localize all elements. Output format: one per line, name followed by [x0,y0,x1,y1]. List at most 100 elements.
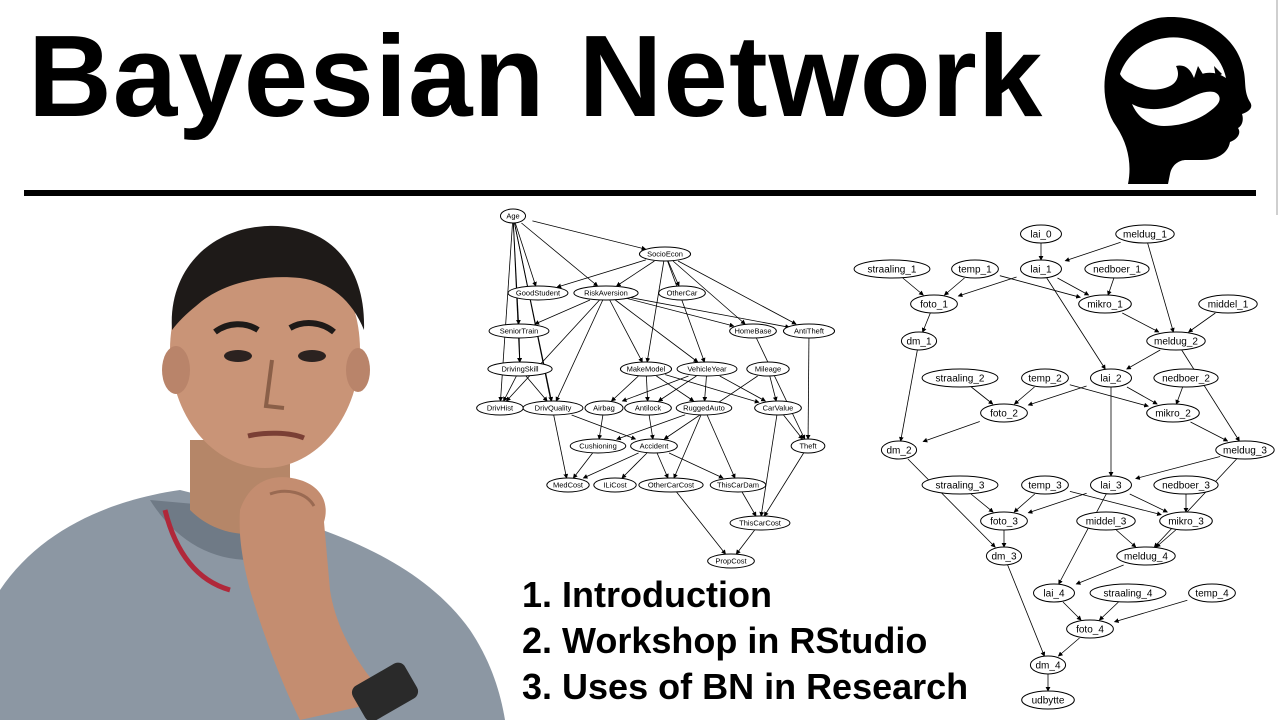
title-divider [24,190,1256,196]
svg-text:lai_3: lai_3 [1100,481,1122,492]
graph-edge [648,414,655,440]
svg-text:DrivQuality: DrivQuality [535,404,572,413]
graph-node: temp_1 [951,259,999,279]
graph-node: RuggedAuto [675,400,733,416]
graph-edge [656,452,669,479]
graph-edge [534,299,591,325]
svg-text:OtherCar: OtherCar [667,289,698,298]
svg-text:SocioEcon: SocioEcon [647,250,683,259]
graph-node: Age [499,208,527,224]
graph-edge [621,375,689,402]
svg-text:lai_1: lai_1 [1030,265,1052,276]
svg-text:temp_1: temp_1 [958,265,992,276]
graph-edge [741,491,757,517]
graph-edge [1113,599,1188,623]
svg-text:Accident: Accident [640,442,670,451]
graph-node: VehicleYear [676,361,738,377]
graph-edge [615,260,655,287]
graph-node: straaling_3 [921,475,999,495]
svg-text:CarValue: CarValue [763,404,794,413]
graph-node: lai_4 [1033,583,1075,603]
svg-text:nedboer_1: nedboer_1 [1093,265,1141,276]
graph-node: foto_3 [980,511,1028,531]
graph-edge [1057,637,1080,657]
graph-node: ILiCost [593,477,637,493]
svg-text:straaling_3: straaling_3 [936,481,985,492]
svg-text:lai_0: lai_0 [1030,230,1052,241]
graph-node: lai_1 [1020,259,1062,279]
graph-edge [1129,493,1168,513]
person-photo [0,225,505,720]
svg-text:HomeBase: HomeBase [734,327,771,336]
svg-text:PropCost: PropCost [715,557,747,566]
svg-text:meldug_4: meldug_4 [1124,552,1168,563]
svg-text:nedboer_3: nedboer_3 [1162,481,1210,492]
graph-node: dm_3 [985,546,1023,566]
graph-node: Mileage [746,361,790,377]
graph-edge [783,414,803,440]
graph-edge [1027,492,1087,514]
graph-edge [609,299,643,363]
graph-node: DrivQuality [522,400,584,416]
svg-text:Airbag: Airbag [593,404,615,413]
graph-edge [1058,493,1107,585]
graph-edge [656,375,695,402]
graph-edge [1098,601,1119,621]
graph-node: OtherCarCost [638,477,704,493]
graph-edge [899,349,918,442]
head-with-cat-silhouette-icon [1104,17,1252,185]
svg-text:Theft: Theft [799,442,817,451]
graph-edge [1147,242,1175,333]
graph-node: middel_1 [1198,294,1258,314]
graph-edge [805,337,811,440]
svg-text:temp_3: temp_3 [1028,481,1062,492]
graph-node: MedCost [546,477,590,493]
graph-node: mikro_1 [1078,294,1132,314]
graph-edge [971,386,994,405]
svg-text:DrivingSkill: DrivingSkill [501,365,538,374]
svg-text:udbytte: udbytte [1032,696,1065,707]
svg-text:foto_4: foto_4 [1076,625,1104,636]
graph-node: foto_1 [910,294,958,314]
graph-edge [1155,529,1176,548]
graph-edge [673,414,702,479]
graph-edge [645,260,665,363]
graph-edge [572,452,593,479]
svg-text:lai_4: lai_4 [1043,589,1065,600]
svg-text:RuggedAuto: RuggedAuto [683,404,725,413]
graph-node: meldug_3 [1215,440,1275,460]
graph-edge [719,375,766,402]
graph-edge [907,458,996,548]
svg-text:foto_2: foto_2 [990,409,1018,420]
graph-edge [755,337,806,440]
graph-node: temp_2 [1021,368,1069,388]
graph-node: lai_3 [1090,475,1132,495]
graph-edge [957,276,1017,298]
svg-text:DrivHist: DrivHist [487,404,514,413]
graph-node: SocioEcon [638,246,692,262]
graph-edge [702,375,708,402]
agenda-item: 2. Workshop in RStudio [522,620,928,661]
graph-node: dm_2 [880,440,918,460]
graph-node: Cushioning [569,438,627,454]
graph-node: straaling_4 [1089,583,1167,603]
graph-edge [921,312,931,333]
graph-edge [1107,277,1115,296]
svg-text:dm_4: dm_4 [1035,661,1060,672]
graph-edge [645,375,650,402]
graph-node: Accident [630,438,678,454]
svg-text:ILiCost: ILiCost [603,481,627,490]
svg-text:straaling_1: straaling_1 [868,265,917,276]
graph-node: foto_2 [980,403,1028,423]
graph-node: meldug_2 [1146,331,1206,351]
svg-text:nedboer_2: nedboer_2 [1162,374,1210,385]
graph-edge [922,421,980,443]
graph-edge [1013,386,1035,405]
graph-edge [625,296,791,329]
graph-edge [676,491,726,555]
svg-text:AntiTheft: AntiTheft [794,327,825,336]
graph-node: ThisCarDam [709,477,767,493]
graph-node: DrivHist [476,400,524,416]
graph-node: Airbag [584,400,624,416]
